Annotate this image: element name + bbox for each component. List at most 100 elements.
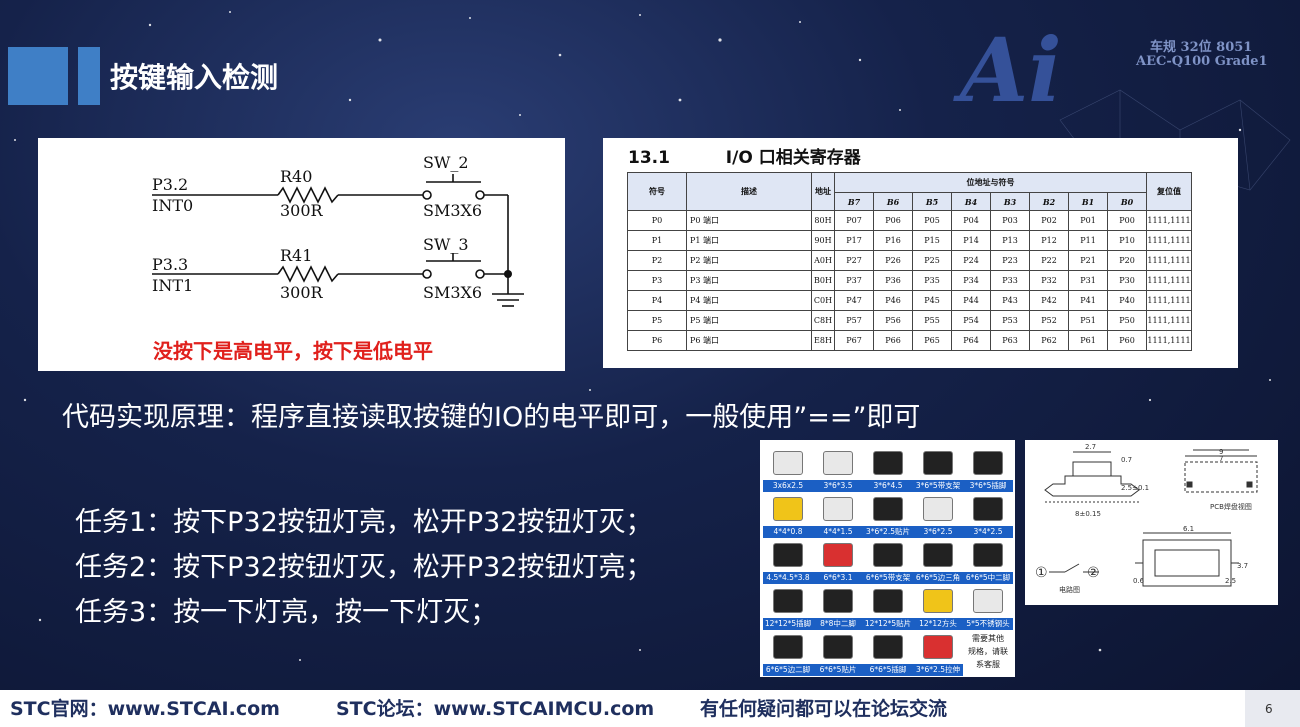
part-item: 3x6x2.5 [763,443,813,496]
part-item: 3*6*2.5拉伸 [913,627,963,680]
page-title: 按键输入检测 [110,61,279,94]
part-caption: 3*6*4.5 [863,480,913,492]
footer-website[interactable]: STC官网：www.STCAI.com [10,698,280,720]
switch-image-icon [773,589,803,613]
register-cell: P16 [873,230,913,251]
resistor-r40-label: R40 [280,167,312,186]
part-item: 6*6*5贴片 [813,627,863,680]
circuit-schematic: P3.2 INT0 R40 300R SW_2 SM3X6 P3.3 INT1 … [152,153,524,307]
switch-dimension-drawing: 2.7 0.7 2.5±0.1 8±0.15 9 7 PCB焊盘视图 6.1 3… [1025,440,1278,605]
register-cell: B0H [811,270,835,291]
register-cell: P34 [951,270,991,291]
pcb-label: PCB焊盘视图 [1210,502,1252,511]
part-item: 12*12方头 [913,581,963,634]
bit-header: B2 [1029,192,1069,211]
register-cell: P3 [627,270,687,291]
register-cell: P1 [627,230,687,251]
part-item: 6*6*5插脚 [863,627,913,680]
switch-sw3-model: SM3X6 [423,283,482,302]
circuit-label: 电路图 [1059,585,1080,594]
footer-forum[interactable]: STC论坛：www.STCAIMCU.com [336,698,655,720]
col-bits: 位地址与符号 [834,172,1147,193]
register-cell: P56 [873,310,913,331]
register-cell: P3 端口 [686,270,812,291]
part-caption: 4*4*1.5 [813,526,863,538]
dim-3-7: 3.7 [1237,562,1248,570]
register-cell: P55 [912,310,952,331]
switch-image-icon [973,497,1003,521]
switch-sw3-label: SW_3 [423,235,469,254]
bit-header: B3 [990,192,1030,211]
part-item: 3*6*4.5 [863,443,913,496]
bit-header: B0 [1107,192,1147,211]
dimension-svg: 2.7 0.7 2.5±0.1 8±0.15 9 7 PCB焊盘视图 6.1 3… [1035,443,1258,594]
page-number-tab [1245,690,1300,727]
node-2: ② [1087,565,1100,581]
dim-9: 9 [1219,448,1223,456]
register-cell: P26 [873,250,913,271]
register-cell: 1111,1111 [1146,290,1192,311]
header-accent-bar [78,47,100,105]
switch-image-icon [923,589,953,613]
footer-bar [0,690,1300,727]
part-caption: 3*6*2.5 [913,526,963,538]
dim-6-1: 6.1 [1183,525,1194,533]
register-cell: P5 端口 [686,310,812,331]
register-cell: P6 [627,330,687,351]
register-cell: 1111,1111 [1146,270,1192,291]
register-cell: P40 [1107,290,1147,311]
col-reset: 复位值 [1146,172,1192,211]
part-caption: 12*12方头 [913,618,963,630]
bit-header: B1 [1068,192,1108,211]
part-item: 12*12*5贴片 [863,581,913,634]
part-caption: 6*6*5边三角 [913,572,963,584]
task-2: 任务2：按下P32按钮灯灭，松开P32按钮灯亮； [75,552,653,583]
register-cell: P33 [990,270,1030,291]
part-item: 3*6*5插脚 [963,443,1013,496]
register-cell: P06 [873,210,913,231]
register-cell: P4 [627,290,687,311]
register-cell: P07 [834,210,874,231]
register-cell: P21 [1068,250,1108,271]
part-caption: 3*6*3.5 [813,480,863,492]
principle-text: 代码实现原理：程序直接读取按键的IO的电平即可，一般使用”==”即可 [62,402,921,433]
task-3: 任务3：按一下灯亮，按一下灯灭； [75,597,498,628]
register-cell: P63 [990,330,1030,351]
more-specs-note: 系客服 [976,660,1000,669]
switch-image-icon [873,497,903,521]
register-cell: 1111,1111 [1146,310,1192,331]
section-number: 13.1 [628,148,670,168]
part-caption: 12*12*5贴片 [863,618,913,630]
register-cell: P6 端口 [686,330,812,351]
register-cell: P1 端口 [686,230,812,251]
part-item: 5*5不锈钢头 [963,581,1013,634]
section-title: I/O 口相关寄存器 [725,148,861,168]
switch-image-icon [773,635,803,659]
register-cell: P0 端口 [686,210,812,231]
part-caption: 6*6*5边二脚 [763,664,813,676]
register-cell: P50 [1107,310,1147,331]
part-item: 6*6*5中二脚 [963,535,1013,588]
part-item: 12*12*5插脚 [763,581,813,634]
part-item: 3*4*2.5 [963,489,1013,542]
register-cell: P35 [912,270,952,291]
register-cell: A0H [811,250,835,271]
register-cell: 90H [811,230,835,251]
part-item: 3*6*3.5 [813,443,863,496]
pin-label-p32: P3.2 [152,175,188,194]
register-cell: P47 [834,290,874,311]
register-cell: 1111,1111 [1146,230,1192,251]
bit-header: B5 [912,192,952,211]
register-cell: P01 [1068,210,1108,231]
switch-image-icon [773,543,803,567]
switch-image-icon [973,589,1003,613]
logo-line-1: 车规 32位 8051 [1150,40,1253,55]
register-cell: P27 [834,250,874,271]
register-cell: P12 [1029,230,1069,251]
switch-image-icon [773,451,803,475]
part-item: 4*4*0.8 [763,489,813,542]
part-item: 8*8中二脚 [813,581,863,634]
register-cell: P14 [951,230,991,251]
